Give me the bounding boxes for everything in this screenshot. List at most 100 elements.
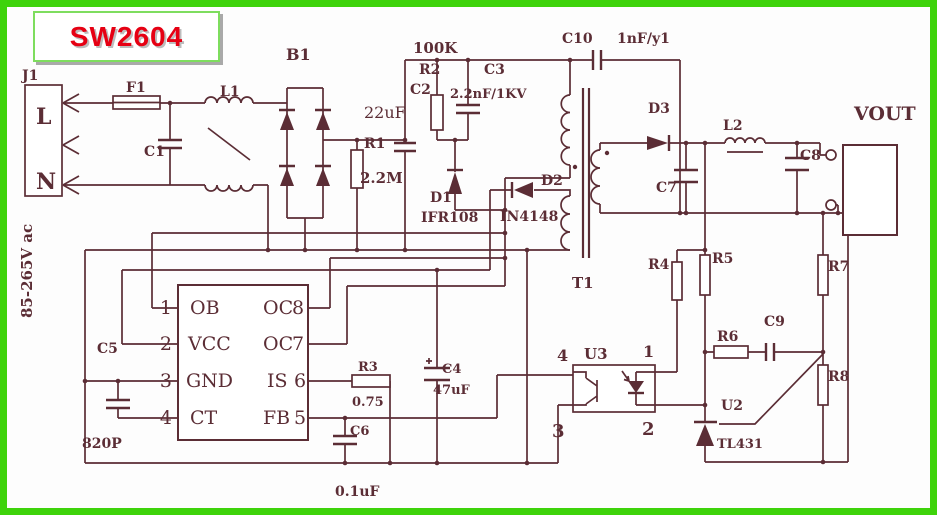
diode-d1 bbox=[447, 168, 463, 194]
connector-j1 bbox=[24, 84, 80, 197]
capacitor-c9 bbox=[764, 343, 776, 361]
transformer-t1 bbox=[560, 88, 610, 258]
label-c10-value: 1nF/y1 bbox=[617, 31, 670, 47]
page-title: SW2604 bbox=[69, 20, 184, 52]
junction-dots bbox=[82, 57, 841, 466]
label-r5: R5 bbox=[712, 251, 733, 267]
label-t1: T1 bbox=[572, 274, 594, 292]
fuse-f1 bbox=[112, 95, 161, 110]
label-ac-range: 85-265V ac bbox=[18, 224, 36, 318]
capacitor-c7 bbox=[674, 168, 698, 184]
opto-pin3: 3 bbox=[552, 421, 565, 442]
ic-pin7: 7 bbox=[292, 333, 304, 355]
label-r3: R3 bbox=[358, 360, 378, 375]
label-c3: C3 bbox=[484, 62, 505, 78]
label-b1: B1 bbox=[286, 45, 311, 64]
ic-fb: FB bbox=[263, 407, 290, 429]
label-d3: D3 bbox=[648, 101, 670, 117]
capacitor-c5 bbox=[106, 398, 130, 410]
capacitor-c1 bbox=[158, 138, 182, 150]
label-vout: VOUT bbox=[853, 103, 916, 125]
ic-ob: OB bbox=[190, 297, 220, 319]
optocoupler-u3 bbox=[572, 364, 656, 413]
label-l1: L1 bbox=[220, 84, 240, 100]
opto-pin4: 4 bbox=[557, 346, 568, 365]
ic-ct: CT bbox=[190, 407, 218, 429]
label-c3-value: 2.2nF/1KV bbox=[450, 87, 527, 102]
capacitor-c2 bbox=[394, 141, 416, 153]
opto-pin1: 1 bbox=[643, 342, 654, 361]
capacitor-c8 bbox=[785, 156, 809, 172]
inductor-l2 bbox=[724, 137, 766, 144]
diode-d3 bbox=[647, 135, 671, 151]
resistor-r4 bbox=[671, 261, 683, 301]
wires bbox=[63, 59, 849, 464]
resistor-r6 bbox=[713, 345, 749, 359]
label-r2: R2 bbox=[419, 62, 440, 78]
label-c5: C5 bbox=[97, 341, 118, 357]
label-d2: D2 bbox=[541, 173, 563, 189]
controller-ic bbox=[177, 284, 309, 441]
ic-pin2: 2 bbox=[160, 333, 172, 355]
label-r8: R8 bbox=[828, 369, 849, 385]
label-live: L bbox=[36, 104, 51, 130]
label-c10: C10 bbox=[562, 31, 593, 47]
connector-vout bbox=[825, 144, 898, 236]
resistor-r3 bbox=[351, 374, 391, 388]
capacitor-c6 bbox=[333, 434, 357, 446]
label-u3: U3 bbox=[584, 345, 608, 363]
resistor-r5 bbox=[699, 254, 711, 296]
label-r7: R7 bbox=[828, 259, 849, 275]
capacitor-c10 bbox=[591, 50, 603, 70]
ic-gnd: GND bbox=[186, 370, 233, 392]
opto-pin2: 2 bbox=[642, 419, 655, 440]
label-c9: C9 bbox=[764, 314, 785, 330]
diode-d2 bbox=[510, 182, 533, 198]
label-c7: C7 bbox=[656, 180, 677, 196]
ic-is: IS bbox=[267, 370, 288, 392]
label-c4-value: 47uF bbox=[433, 383, 471, 398]
bridge-b1 bbox=[279, 108, 331, 186]
label-c4: C4 bbox=[442, 362, 461, 377]
inductor-l1 bbox=[204, 96, 254, 192]
label-c6: C6 bbox=[350, 424, 369, 439]
ic-pin1: 1 bbox=[160, 297, 172, 319]
ic-pin5: 5 bbox=[294, 407, 306, 429]
label-j1: J1 bbox=[20, 68, 38, 84]
label-r3-value: 0.75 bbox=[352, 395, 384, 410]
label-c5-value: 820P bbox=[82, 436, 122, 452]
capacitor-c3 bbox=[456, 103, 480, 115]
label-u2: U2 bbox=[721, 398, 743, 414]
label-c6-value: 0.1uF bbox=[335, 484, 380, 500]
ic-pin4: 4 bbox=[160, 407, 172, 429]
resistor-r8 bbox=[817, 364, 829, 406]
label-d1-value: IFR108 bbox=[421, 210, 478, 226]
resistor-r2 bbox=[430, 94, 444, 131]
label-r6: R6 bbox=[717, 329, 738, 345]
shunt-regulator-u2 bbox=[694, 420, 717, 446]
label-r4: R4 bbox=[648, 257, 670, 273]
ic-vcc: VCC bbox=[187, 333, 231, 355]
capacitor-c4 bbox=[424, 358, 450, 382]
label-c2: C2 bbox=[410, 82, 431, 98]
title-box: SW2604 bbox=[33, 11, 220, 62]
label-f1: F1 bbox=[126, 80, 146, 96]
label-r2-value: 100K bbox=[413, 39, 458, 57]
label-c1: C1 bbox=[144, 144, 165, 160]
label-r1: R1 bbox=[364, 136, 385, 152]
resistor-r1 bbox=[350, 149, 364, 189]
label-r1-value: 2.2M bbox=[360, 169, 403, 187]
ic-oc-top: OC bbox=[263, 297, 293, 319]
label-u2-value: TL431 bbox=[717, 437, 763, 452]
ic-pin3: 3 bbox=[160, 370, 172, 392]
ic-pin6: 6 bbox=[294, 370, 306, 392]
resistor-r7 bbox=[817, 254, 829, 296]
label-c2-value: 22uF bbox=[364, 103, 406, 122]
ic-pin8: 8 bbox=[292, 297, 304, 319]
label-d1: D1 bbox=[430, 190, 452, 206]
label-d2-value: IN4148 bbox=[500, 209, 558, 225]
ic-oc-bottom: OC bbox=[263, 333, 293, 355]
label-neutral: N bbox=[36, 169, 56, 195]
